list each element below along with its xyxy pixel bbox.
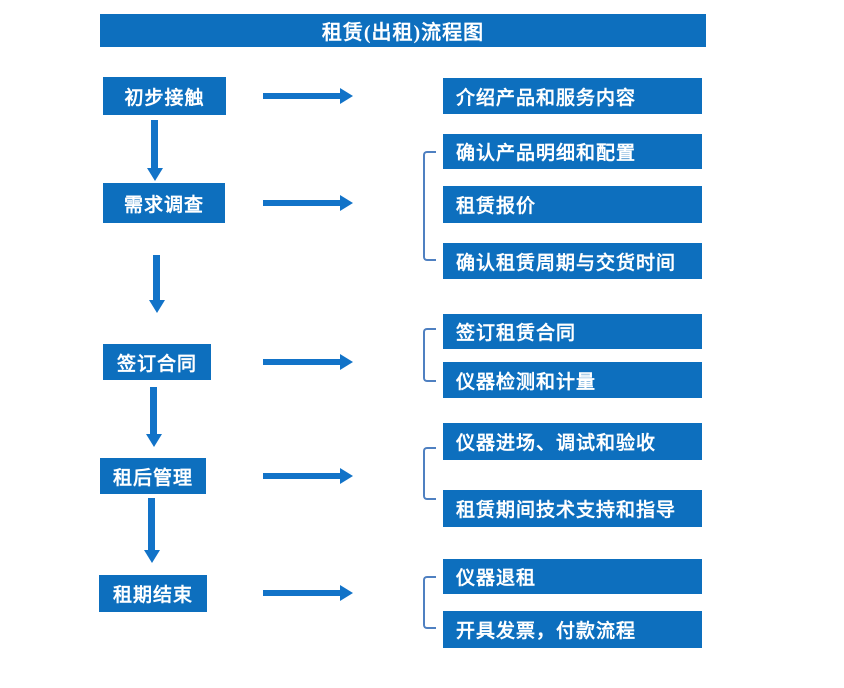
right-arrow-head [340, 585, 353, 601]
right-arrow-head [340, 468, 353, 484]
right-arrow-1 [263, 88, 353, 104]
down-arrow-shaft [150, 387, 157, 434]
group-bracket-rental-end [423, 576, 436, 629]
group-bracket-post-rental [423, 447, 436, 500]
down-arrow-shaft [148, 498, 155, 550]
down-arrow-head [147, 168, 163, 181]
right-arrow-5 [263, 585, 353, 601]
down-arrow-2 [149, 255, 165, 313]
right-arrow-shaft [263, 590, 340, 596]
detail-box-confirm-rental-period: 确认租赁周期与交货时间 [443, 243, 702, 279]
right-arrow-head [340, 195, 353, 211]
detail-box-rental-quotation: 租赁报价 [443, 186, 702, 223]
right-arrow-shaft [263, 359, 340, 365]
detail-box-instrument-return: 仪器退租 [443, 559, 702, 594]
detail-box-sign-rental-contract: 签订租赁合同 [443, 314, 702, 349]
down-arrow-head [144, 550, 160, 563]
right-arrow-4 [263, 468, 353, 484]
flowchart-title: 租赁(出租)流程图 [100, 14, 706, 47]
down-arrow-shaft [153, 255, 160, 300]
group-bracket-demand-survey [423, 151, 436, 261]
down-arrow-head [146, 434, 162, 447]
step-box-rental-end: 租期结束 [99, 575, 207, 612]
right-arrow-3 [263, 354, 353, 370]
detail-box-introduce-products: 介绍产品和服务内容 [443, 78, 702, 114]
down-arrow-head [149, 300, 165, 313]
detail-box-instrument-setup: 仪器进场、调试和验收 [443, 423, 702, 460]
down-arrow-shaft [151, 120, 158, 168]
detail-box-technical-support: 租赁期间技术支持和指导 [443, 490, 702, 527]
step-box-demand-survey: 需求调查 [103, 183, 225, 223]
down-arrow-4 [144, 498, 160, 563]
right-arrow-shaft [263, 200, 340, 206]
right-arrow-head [340, 354, 353, 370]
detail-box-confirm-product-details: 确认产品明细和配置 [443, 134, 702, 169]
right-arrow-head [340, 88, 353, 104]
step-box-post-rental-management: 租后管理 [100, 458, 206, 494]
right-arrow-2 [263, 195, 353, 211]
detail-box-invoice-payment: 开具发票，付款流程 [443, 611, 702, 648]
step-box-sign-contract: 签订合同 [103, 344, 211, 380]
down-arrow-1 [147, 120, 163, 181]
detail-box-instrument-testing: 仪器检测和计量 [443, 362, 702, 398]
right-arrow-shaft [263, 93, 340, 99]
group-bracket-sign-contract [423, 328, 436, 382]
down-arrow-3 [146, 387, 162, 447]
step-box-initial-contact: 初步接触 [103, 77, 226, 115]
right-arrow-shaft [263, 473, 340, 479]
